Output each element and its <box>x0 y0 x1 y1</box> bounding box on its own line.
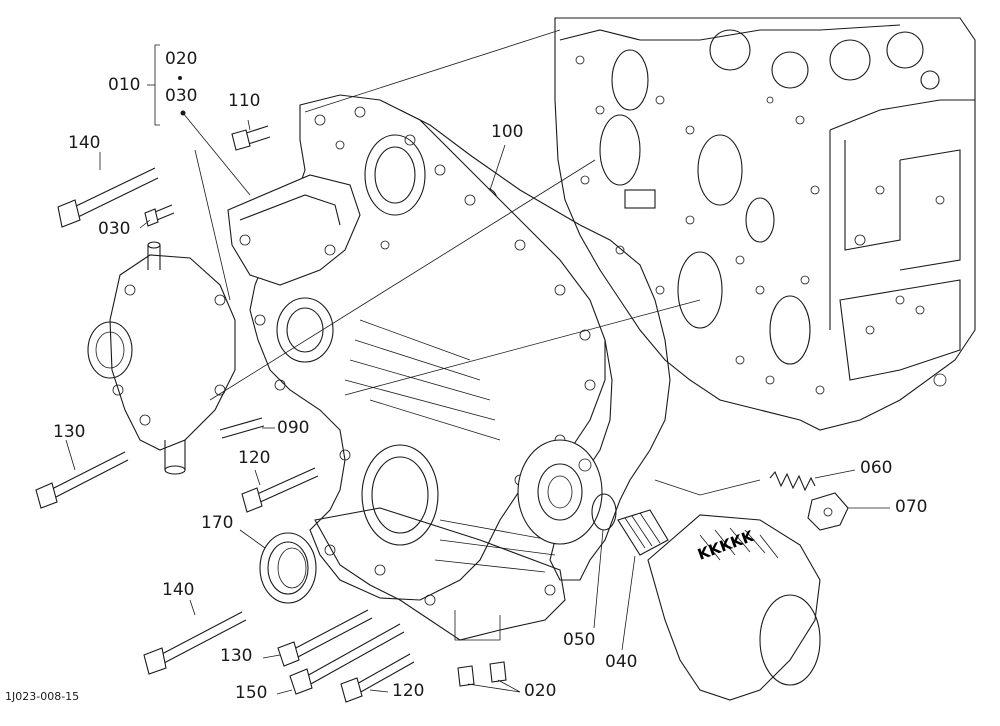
callout-040: 040 <box>605 652 638 672</box>
gear-case <box>249 94 606 641</box>
callout-140-bottom: 140 <box>162 580 195 600</box>
thermostat-housing <box>227 174 361 286</box>
oil-seal-170 <box>259 532 317 604</box>
oil-filter-bracket <box>517 439 603 545</box>
callout-090: 090 <box>277 418 310 438</box>
oil-filter-cartridge: KKKKK <box>647 514 821 701</box>
plugs-020 <box>457 661 507 687</box>
callout-050: 050 <box>563 630 596 650</box>
callout-150: 150 <box>235 683 268 703</box>
callout-030: 030 <box>98 219 131 239</box>
engine-block <box>554 17 976 431</box>
o-ring-050 <box>591 493 617 531</box>
callout-170: 170 <box>201 513 234 533</box>
bolt-140-bottom <box>143 611 247 675</box>
callout-100: 100 <box>491 122 524 142</box>
callout-130-bottom: 130 <box>220 646 253 666</box>
bolt-130-left <box>35 451 129 509</box>
filter-joint <box>617 509 669 556</box>
callout-110: 110 <box>228 91 261 111</box>
plug-070 <box>807 492 849 531</box>
relief-spring-060 <box>769 470 816 492</box>
callout-030-top: 030 <box>165 86 198 106</box>
callout-020-bottom: 020 <box>524 681 557 701</box>
bolt-120-bottom <box>340 653 415 703</box>
bolt-030 <box>144 204 175 227</box>
bolt-110 <box>231 125 271 151</box>
bolt-150 <box>289 623 405 695</box>
leader-lines <box>65 29 890 695</box>
stud-090 <box>219 417 265 439</box>
callout-120-mid: 120 <box>238 448 271 468</box>
bolt-120-mid <box>241 467 319 513</box>
callout-010: 010 <box>108 75 141 95</box>
callout-060: 060 <box>860 458 893 478</box>
bolt-130-bottom <box>277 609 373 667</box>
bracket-dot-020-030 <box>178 76 182 80</box>
callout-020-top: 020 <box>165 49 198 69</box>
water-pump <box>87 241 236 475</box>
leader-dot-030 <box>180 110 186 116</box>
callout-140-top: 140 <box>68 133 101 153</box>
drawing-code: 1J023-008-15 <box>5 690 80 703</box>
callout-130-left: 130 <box>53 422 86 442</box>
callout-070: 070 <box>895 497 928 517</box>
callout-120-bottom: 120 <box>392 681 425 701</box>
bolt-140-top <box>57 167 159 228</box>
